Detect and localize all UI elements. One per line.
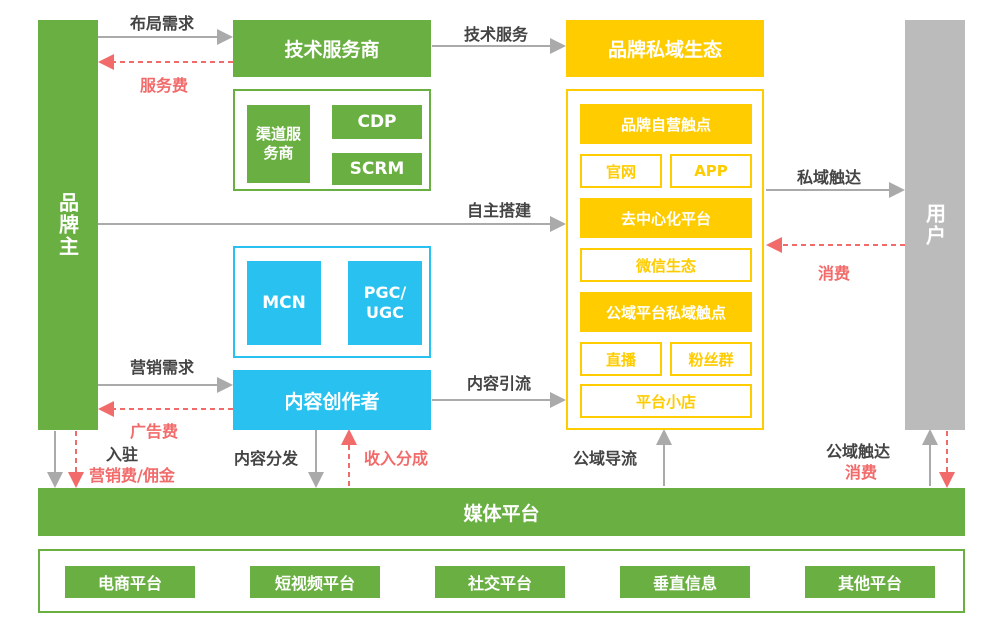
label-settle-in: 入驻 xyxy=(106,445,139,464)
mcn-node: MCN xyxy=(247,261,321,345)
label-public-traffic: 公域导流 xyxy=(573,449,638,468)
label-private-reach: 私域触达 xyxy=(797,168,862,187)
live-stream-node: 直播 xyxy=(580,342,662,376)
media-platform-label: 媒体平台 xyxy=(463,502,540,525)
label-marketing-commission: 营销费/佣金 xyxy=(89,466,175,485)
decentralized-platform-node: 去中心化平台 xyxy=(580,198,752,238)
app-label: APP xyxy=(694,162,728,180)
cdp-label: CDP xyxy=(357,112,397,132)
bottom-platforms-group: 电商平台 短视频平台 社交平台 垂直信息 其他平台 xyxy=(38,549,965,613)
platform-social: 社交平台 xyxy=(435,566,565,598)
channel-provider-label: 渠道服务商 xyxy=(255,125,301,162)
official-site-node: 官网 xyxy=(580,154,662,188)
label-layout-demand: 布局需求 xyxy=(130,14,195,33)
label-public-reach: 公域触达 xyxy=(826,442,891,461)
brand-private-ecosystem-label: 品牌私域生态 xyxy=(607,39,722,61)
platform-vertical-info: 垂直信息 xyxy=(620,566,750,598)
brand-private-ecosystem-node: 品牌私域生态 xyxy=(566,20,764,77)
label-content-distribution: 内容分发 xyxy=(234,449,299,468)
platform-other-label: 其他平台 xyxy=(837,574,902,593)
platform-vertical-info-label: 垂直信息 xyxy=(652,574,717,593)
decentralized-platform-label: 去中心化平台 xyxy=(620,209,711,228)
media-platform-node: 媒体平台 xyxy=(38,488,965,536)
label-revenue-share: 收入分成 xyxy=(364,449,429,468)
brand-touchpoints-group: 品牌自营触点 官网 APP 去中心化平台 微信生态 公域平台私域触点 直播 粉丝… xyxy=(566,89,764,430)
user-node: 用户 xyxy=(905,20,965,430)
label-self-build: 自主搭建 xyxy=(467,201,532,220)
cdp-node: CDP xyxy=(332,105,422,139)
platform-short-video-label: 短视频平台 xyxy=(274,574,355,593)
scrm-node: SCRM xyxy=(332,153,422,185)
user-label: 用户 xyxy=(922,203,947,247)
public-domain-touchpoints-node: 公域平台私域触点 xyxy=(580,292,752,332)
official-site-label: 官网 xyxy=(605,162,636,181)
fan-group-label: 粉丝群 xyxy=(688,350,734,369)
mcn-label: MCN xyxy=(262,293,306,313)
live-stream-label: 直播 xyxy=(605,350,636,369)
label-tech-service: 技术服务 xyxy=(464,25,529,44)
fan-group-node: 粉丝群 xyxy=(670,342,752,376)
channel-provider-node: 渠道服务商 xyxy=(247,105,310,183)
wechat-ecosystem-label: 微信生态 xyxy=(635,256,696,275)
platform-ecommerce-label: 电商平台 xyxy=(97,574,162,593)
platform-short-video: 短视频平台 xyxy=(250,566,380,598)
content-sources-group: MCN PGC/ UGC xyxy=(233,246,431,358)
brand-touchpoints-label: 品牌自营触点 xyxy=(620,115,711,134)
tech-service-provider-label: 技术服务商 xyxy=(284,39,380,61)
brand-owner-node: 品牌主 xyxy=(38,20,98,430)
tech-service-provider-node: 技术服务商 xyxy=(233,20,431,77)
pgc-ugc-label: PGC/ UGC xyxy=(363,283,407,322)
platform-ecommerce: 电商平台 xyxy=(65,566,195,598)
label-marketing-demand: 营销需求 xyxy=(130,358,195,377)
platform-store-node: 平台小店 xyxy=(580,384,752,418)
wechat-ecosystem-node: 微信生态 xyxy=(580,248,752,282)
pgc-ugc-node: PGC/ UGC xyxy=(348,261,422,345)
platform-social-label: 社交平台 xyxy=(467,574,532,593)
label-consumption-private: 消费 xyxy=(818,264,851,283)
brand-owner-label: 品牌主 xyxy=(55,192,80,258)
content-creator-label: 内容创作者 xyxy=(284,390,380,413)
app-node: APP xyxy=(670,154,752,188)
platform-other: 其他平台 xyxy=(805,566,935,598)
label-ad-fee: 广告费 xyxy=(130,422,179,441)
public-domain-touchpoints-label: 公域平台私域触点 xyxy=(605,303,726,322)
brand-touchpoints-node: 品牌自营触点 xyxy=(580,104,752,144)
tech-service-group: 渠道服务商 CDP SCRM xyxy=(233,89,431,191)
platform-store-label: 平台小店 xyxy=(635,392,696,411)
label-content-traffic: 内容引流 xyxy=(467,374,532,393)
label-consumption-public: 消费 xyxy=(845,463,878,482)
content-creator-node: 内容创作者 xyxy=(233,370,431,430)
label-service-fee: 服务费 xyxy=(140,76,189,95)
scrm-label: SCRM xyxy=(349,159,405,179)
